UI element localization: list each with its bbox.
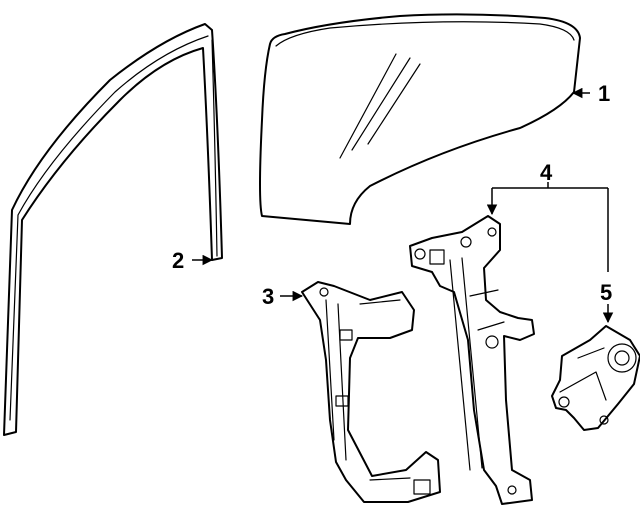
- leader-lines: [192, 87, 614, 324]
- window-regulator: [409, 215, 535, 505]
- callout-2: 2: [172, 248, 184, 273]
- door-glass: [259, 13, 581, 225]
- callout-1: 1: [598, 81, 610, 106]
- callout-3: 3: [262, 284, 274, 309]
- window-motor: [551, 325, 640, 431]
- callout-5: 5: [600, 280, 612, 305]
- callout-4: 4: [540, 160, 553, 185]
- window-channel-seal: [3, 23, 223, 436]
- window-guide-rail: [301, 281, 441, 503]
